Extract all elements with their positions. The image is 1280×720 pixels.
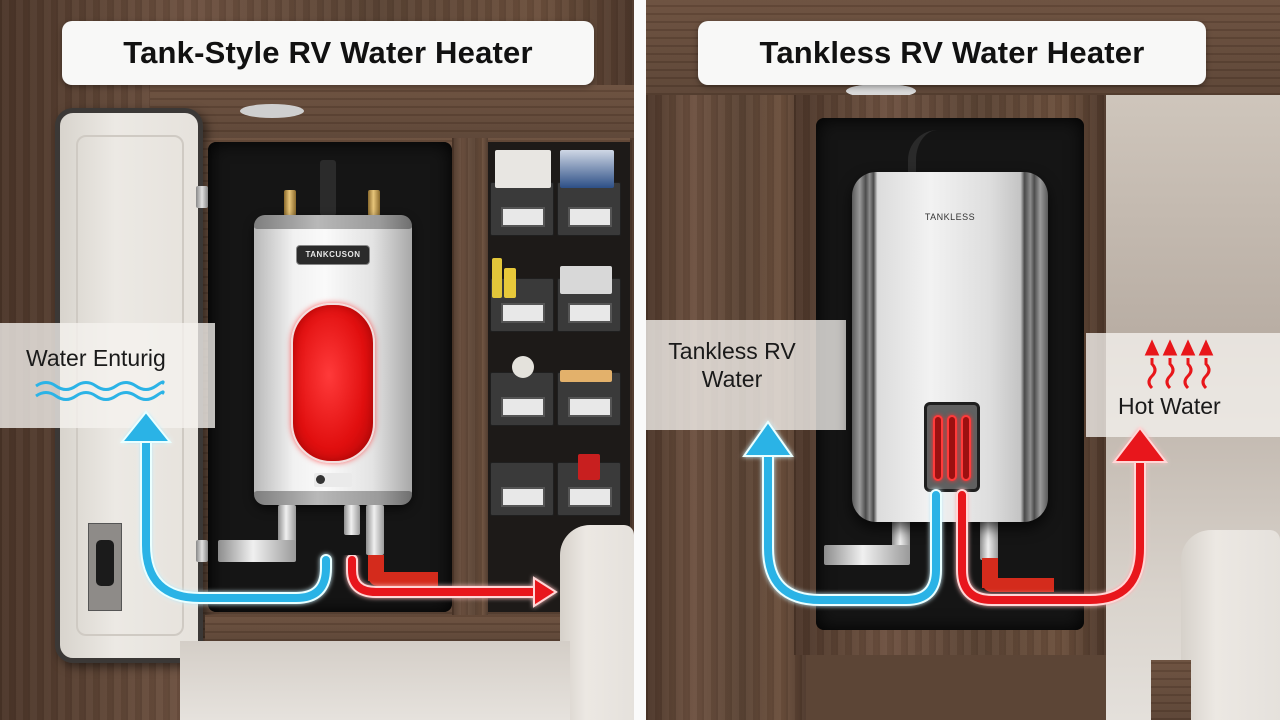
- outlet-fitting-top: [368, 190, 380, 216]
- storage-bin: [490, 462, 554, 516]
- water-entering-label: Water Enturig: [26, 345, 166, 371]
- cold-inlet-pipe: [824, 545, 910, 565]
- tankless-water-heater: TANKLESS: [852, 172, 1048, 522]
- tape-roll: [512, 356, 534, 378]
- hot-outlet-fitting: [366, 505, 384, 555]
- heating-coil: [947, 415, 957, 481]
- tankless-brand-label: TANKLESS: [924, 212, 976, 222]
- supply-item: [504, 268, 516, 298]
- tankless-water-band: Tankless RV Water: [646, 320, 846, 430]
- panel-divider: [634, 0, 646, 720]
- storage-bin: [490, 372, 554, 426]
- tank-style-panel: TANKCUSON Water Enturig Tank-Style RV Wa…: [0, 0, 634, 720]
- storage-bin: [557, 462, 621, 516]
- door-latch[interactable]: [88, 523, 122, 611]
- heating-coil: [933, 415, 943, 481]
- supply-box: [495, 150, 551, 188]
- supply-box: [560, 150, 614, 188]
- storage-bin: [557, 182, 621, 236]
- ceiling-light: [240, 104, 304, 118]
- storage-bin: [490, 182, 554, 236]
- hot-pipe: [368, 572, 438, 586]
- hot-outlet-fitting: [980, 520, 998, 560]
- heating-indicator-window: [291, 303, 375, 463]
- hot-water-band: Hot Water: [1086, 333, 1280, 437]
- fitting: [344, 505, 360, 535]
- supply-item: [492, 258, 502, 298]
- door-hinge: [196, 186, 208, 208]
- floor-wall: [180, 641, 570, 720]
- tankless-water-label: Tankless RV Water: [668, 338, 796, 392]
- ceiling-light: [846, 84, 916, 98]
- rating-sticker: [314, 473, 352, 487]
- tankless-title: Tankless RV Water Heater: [698, 21, 1206, 85]
- couch: [1181, 530, 1280, 720]
- water-entering-band: Water Enturig: [0, 323, 215, 428]
- inlet-fitting-top: [284, 190, 296, 216]
- tank-brand-label: TANKCUSON: [296, 245, 370, 265]
- heating-coil: [961, 415, 971, 481]
- supply-item: [560, 266, 612, 294]
- tank-water-heater: TANKCUSON: [254, 215, 412, 505]
- heating-element-window: [924, 402, 980, 492]
- tank-style-title: Tank-Style RV Water Heater: [62, 21, 594, 85]
- door-hinge: [196, 540, 208, 562]
- couch: [560, 525, 634, 720]
- cold-inlet-fitting: [278, 505, 296, 545]
- cabinet-base: [205, 615, 560, 641]
- supply-item: [578, 454, 600, 480]
- hot-pipe: [982, 578, 1054, 592]
- power-cable: [908, 130, 938, 190]
- cabinet-divider: [452, 138, 488, 618]
- furniture-leg: [1151, 660, 1191, 720]
- vent-cable: [320, 160, 336, 216]
- hot-water-label: Hot Water: [1118, 393, 1221, 419]
- supply-item: [560, 370, 612, 382]
- cabinet-header: [150, 85, 634, 140]
- cold-inlet-pipe: [218, 540, 296, 562]
